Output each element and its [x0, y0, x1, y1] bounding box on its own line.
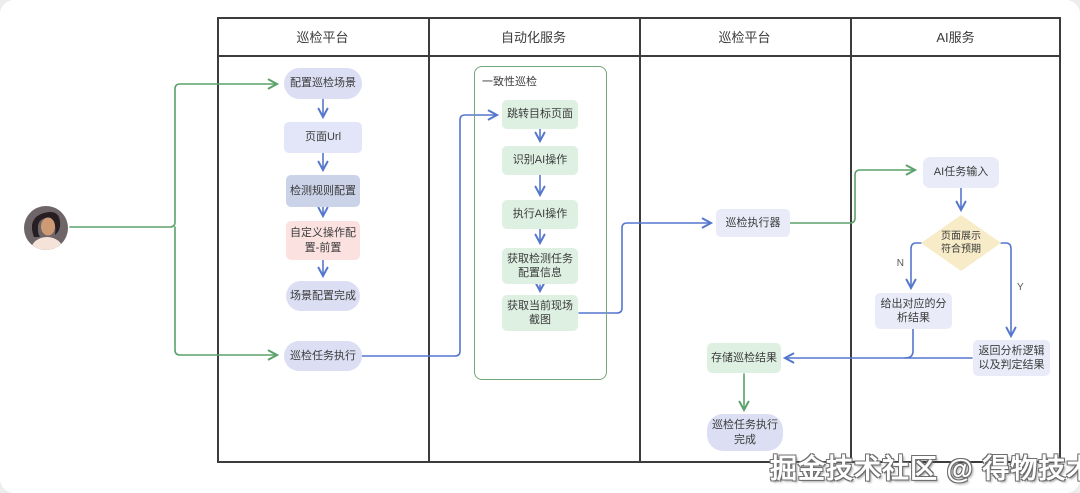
node-get-screenshot: 获取当前现场截图 [502, 295, 578, 331]
group-consistency-inspection [474, 66, 607, 380]
decision-label: 页面展示符合预期 [941, 230, 981, 256]
lane-header-ai-service: AI服务 [936, 29, 975, 45]
node-inspection-task-run: 巡检任务执行 [284, 341, 362, 371]
node-execute-ai-op: 执行AI操作 [502, 200, 578, 229]
lane-header-inspection-platform-1: 巡检平台 [296, 29, 349, 45]
node-page-url: 页面Url [284, 122, 362, 153]
node-store-result: 存储巡检结果 [707, 343, 781, 373]
node-ai-task-input: AI任务输入 [923, 157, 999, 188]
group-label: 一致性巡检 [482, 76, 537, 88]
node-goto-target-page: 跳转目标页面 [502, 100, 578, 129]
lane-divider-2 [639, 17, 641, 463]
node-return-judgment: 返回分析逻辑以及判定结果 [973, 340, 1050, 376]
person-icon [24, 206, 68, 250]
node-get-task-config: 获取检测任务配置信息 [502, 248, 578, 284]
node-detect-rule-config: 检测规则配置 [286, 175, 360, 207]
lane-header-automation-service: 自动化服务 [500, 29, 566, 45]
node-task-done: 巡检任务执行完成 [707, 414, 783, 451]
lane-header-inspection-platform-2: 巡检平台 [718, 29, 771, 45]
user-avatar [23, 205, 69, 251]
node-recognize-ai-op: 识别AI操作 [502, 146, 578, 175]
node-scene-config-done: 场景配置完成 [286, 281, 360, 311]
node-custom-op-config: 自定义操作配置-前置 [286, 221, 360, 260]
node-inspection-executor: 巡检执行器 [716, 209, 790, 237]
header-divider [217, 55, 1061, 57]
node-configure-scene: 配置巡检场景 [284, 68, 362, 99]
node-analysis-result: 给出对应的分析结果 [875, 293, 952, 329]
lane-divider-1 [428, 17, 430, 463]
watermark-text: 掘金技术社区 @ 得物技术 [770, 454, 1080, 484]
lane-divider-3 [850, 17, 852, 463]
